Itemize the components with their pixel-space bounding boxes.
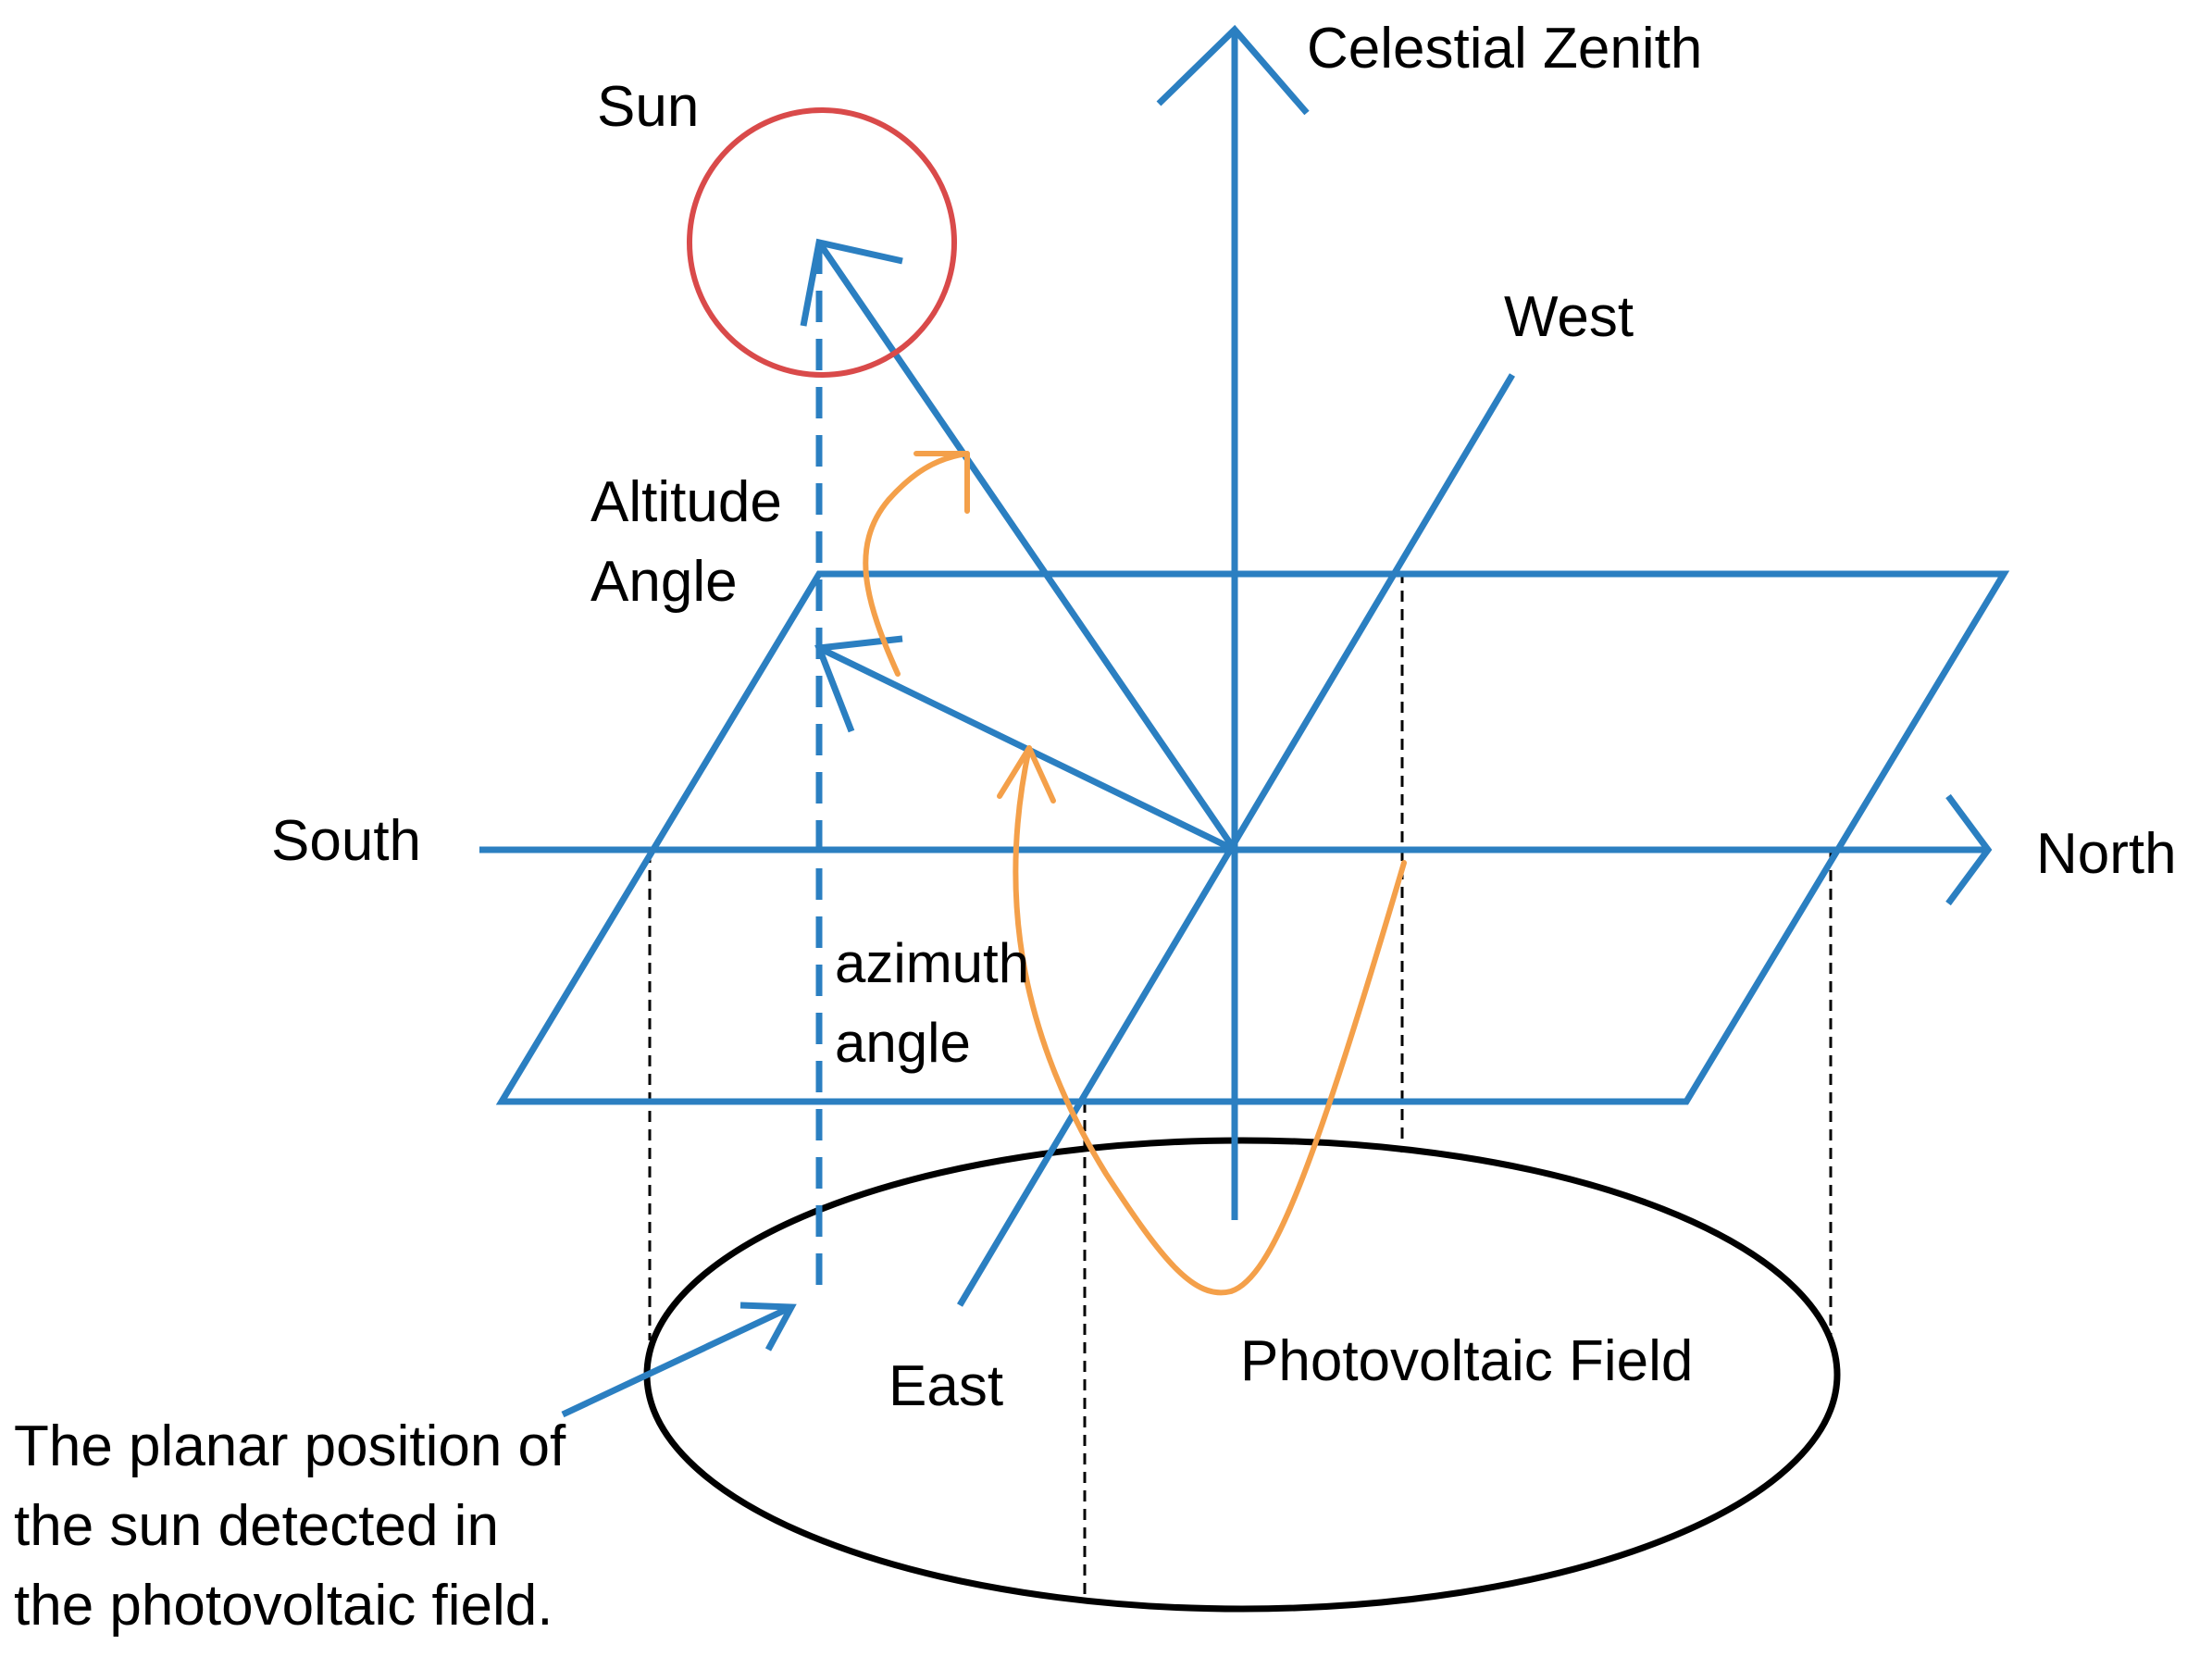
photovoltaic-field-label: Photovoltaic Field [1240,1329,1694,1393]
zenith-arrowhead [1156,24,1310,116]
planar-position-note: The planar position of the sun detected … [14,1407,565,1646]
azimuth-angle-label-line2: angle [835,1012,971,1074]
celestial-zenith-label: Celestial Zenith [1307,17,1703,81]
south-label: South [271,809,422,873]
sun-label: Sun [597,75,700,139]
altitude-angle-label-line1: Altitude [590,470,782,534]
projection-dashed-lines [648,572,1833,1601]
north-label: North [2036,822,2177,886]
west-label: West [1504,285,1634,349]
axes [479,24,1993,1418]
sun-vector [816,241,1237,852]
azimuth-angle-arrowhead [997,745,1056,804]
north-arrowhead [1945,793,1993,906]
sun-circle [687,107,957,378]
horizon-plane [495,570,2010,1105]
azimuth-angle-label-line1: azimuth [835,932,1030,994]
altitude-angle-label: Altitude Angle [590,463,782,622]
azimuth-angle-label: azimuth angle [835,924,1029,1083]
planar-position-note-line3: the photovoltaic field. [14,1574,553,1638]
planar-position-note-line2: the sun detected in [14,1494,499,1558]
azimuth-angle-arc [1013,745,1407,1296]
angle-arcs [863,451,1407,1296]
planar-position-pointer-arrowhead [739,1302,797,1352]
altitude-angle-arc [863,451,970,677]
planar-position-note-line1: The planar position of [14,1414,566,1478]
altitude-angle-arrowhead [913,451,970,514]
planar-position-pointer [561,1303,793,1418]
altitude-angle-label-line2: Angle [590,550,738,614]
east-west-axis [956,373,1516,1307]
east-label: East [889,1354,1004,1418]
